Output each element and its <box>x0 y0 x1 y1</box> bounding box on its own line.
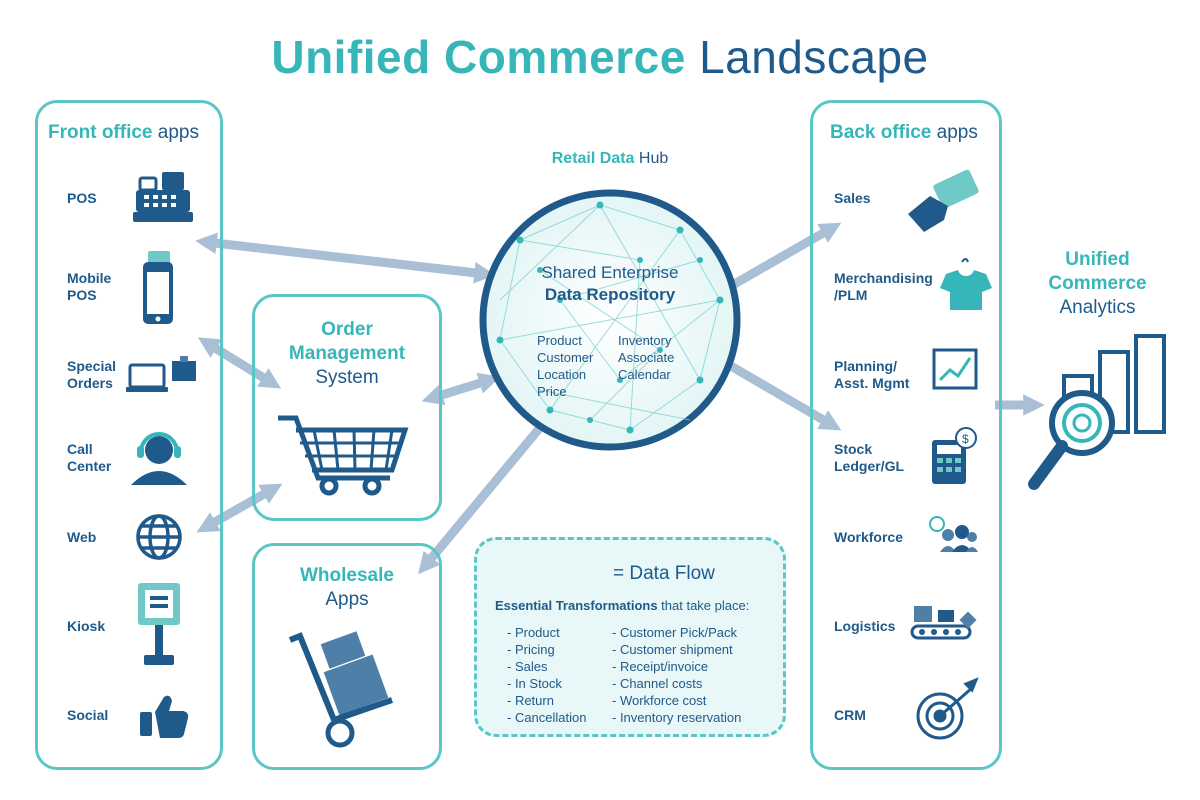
mobile-phone-icon <box>143 251 173 324</box>
conveyor-icon <box>910 606 977 640</box>
hub-title: Retail Data Hub <box>551 150 669 167</box>
page-title: Unified Commerce Landscape <box>271 31 929 83</box>
front-item-web: Web <box>67 529 97 545</box>
back-item-sales: Sales <box>834 190 871 206</box>
hub-center-label: Shared Enterprise Data Repository <box>541 263 679 304</box>
thumbs-up-icon <box>140 695 189 738</box>
target-icon <box>916 677 979 740</box>
shopping-cart-icon <box>278 415 409 496</box>
svg-text:$: $ <box>962 432 969 446</box>
front-item-special-orders: Special Orders <box>67 358 117 391</box>
legend-heading: Essential Transformations that take plac… <box>495 598 750 613</box>
back-item-crm: CRM <box>834 707 866 723</box>
front-item-kiosk: Kiosk <box>67 618 106 634</box>
order-management-title: Order Management System <box>288 319 406 388</box>
back-item-planning: Planning/ Asst. Mgmt <box>834 358 910 391</box>
growth-chart-icon <box>932 348 978 390</box>
credit-card-hand-icon <box>908 169 979 232</box>
wholesale-panel <box>252 543 442 770</box>
front-item-mobile-pos: Mobile POS <box>67 270 112 303</box>
order-management-panel <box>252 294 442 521</box>
back-item-logistics: Logistics <box>834 618 896 634</box>
kiosk-icon <box>138 583 180 665</box>
workforce-team-icon <box>929 516 978 552</box>
front-office-icons <box>126 172 196 738</box>
calculator-icon: $ <box>932 427 977 484</box>
arrow-web-oms <box>196 483 283 533</box>
front-item-social: Social <box>67 707 109 723</box>
back-office-icons: $ <box>908 169 992 740</box>
cash-register-icon <box>133 172 193 222</box>
globe-icon <box>136 514 182 560</box>
back-item-stock-ledger: Stock Ledger/GL <box>834 441 905 474</box>
hand-truck-icon <box>288 631 393 748</box>
front-item-call-center: Call Center <box>67 441 112 474</box>
back-item-workforce: Workforce <box>834 529 903 545</box>
legend-transformations-col2: - Customer Pick/Pack- Customer shipment-… <box>612 625 742 725</box>
hub-network <box>479 189 741 451</box>
arrow-special-orders-oms <box>197 337 282 389</box>
wholesale-title: Wholesale Apps <box>300 565 394 610</box>
arrow-hub-wholesale <box>418 409 555 575</box>
tshirt-hanger-icon <box>940 258 992 310</box>
back-item-merchandising: Merchandising /PLM <box>834 270 933 303</box>
analytics-magnifier-icon <box>1028 334 1166 490</box>
front-office-title: Front office apps <box>48 122 199 143</box>
back-office-title: Back office apps <box>830 122 978 143</box>
front-office-panel <box>35 100 223 770</box>
legend-box <box>474 537 786 737</box>
arrow-pos-hub <box>195 232 496 284</box>
front-item-pos: POS <box>67 190 97 206</box>
legend-transformations-col1: - Product- Pricing- Sales - In Stock- Re… <box>507 625 587 725</box>
headset-agent-icon <box>131 432 187 485</box>
legend-data-flow-label: = Data Flow <box>613 563 715 584</box>
laptop-box-icon <box>126 356 196 392</box>
back-office-panel <box>810 100 1002 770</box>
analytics-title: Unified Commerce Analytics <box>1048 249 1147 318</box>
